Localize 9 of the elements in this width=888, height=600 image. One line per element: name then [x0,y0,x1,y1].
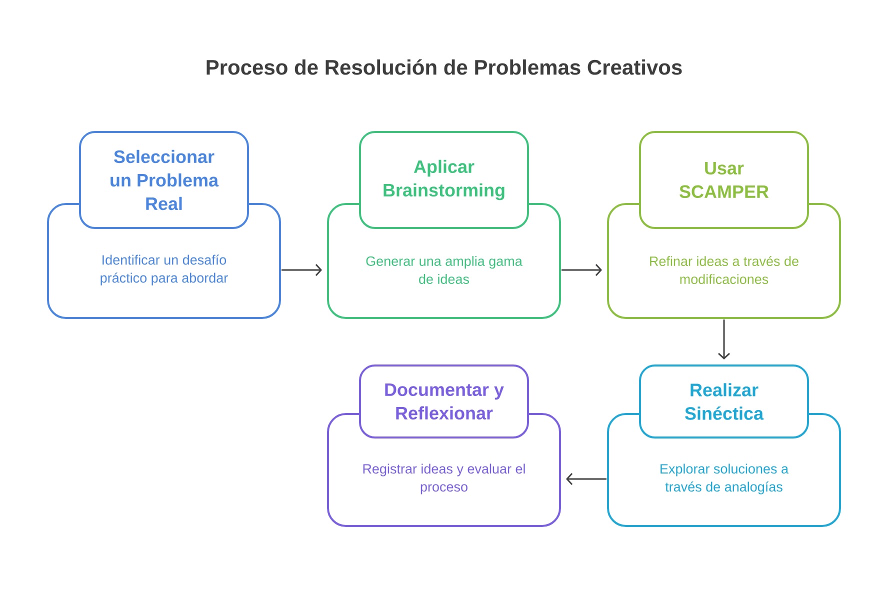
arrow [718,320,730,360]
heading-tab: Realizar Sinéctica [639,364,809,438]
heading-tab: Usar SCAMPER [639,131,809,229]
arrow [562,264,602,276]
arrow [566,472,606,485]
arrow [282,264,322,276]
heading-tab: Aplicar Brainstorming [359,131,529,229]
title: Proceso de Resolución de Problemas Creativos [206,59,682,75]
heading-tab: Seleccionar un Problema Real [79,131,249,229]
